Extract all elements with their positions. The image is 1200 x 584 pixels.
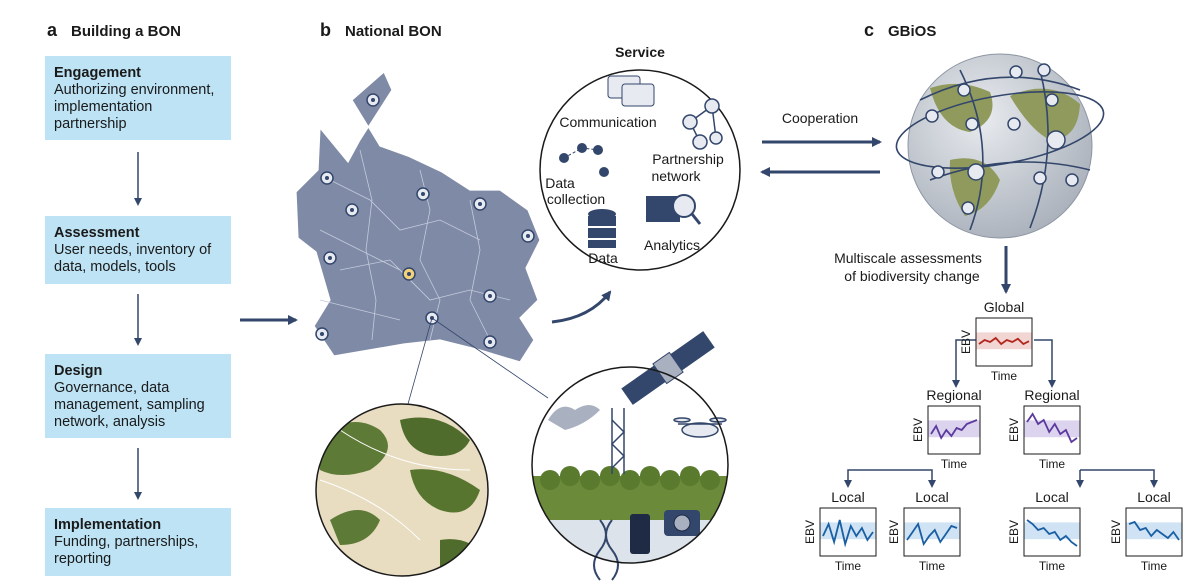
regional-plot-frame	[927, 405, 981, 455]
stage-text: Authorizing environment, implementation …	[54, 82, 215, 132]
local-plot-ylabel: EBV	[1007, 520, 1021, 544]
tower-icon	[610, 408, 626, 474]
local-plot-series	[1128, 520, 1180, 541]
panel-a-heading: Building a BON	[71, 23, 182, 40]
globe-icon	[895, 53, 1105, 239]
local-plot-series	[906, 521, 958, 547]
service-data: Data	[588, 250, 618, 266]
network-icon	[682, 98, 723, 150]
local-plot-title: Local	[1035, 489, 1068, 505]
plot-band	[928, 420, 980, 438]
local-plot-title: Local	[831, 489, 864, 505]
chat-icon	[607, 75, 655, 107]
plot-band	[976, 332, 1032, 350]
ebv-plots: GlobalTimeEBVRegionalTimeEBVRegionalTime…	[803, 299, 1183, 573]
service-data-collection-line2: collection	[547, 191, 605, 207]
local-plot-xlabel: Time	[1141, 559, 1168, 573]
regional-plot-ylabel: EBV	[1007, 418, 1021, 442]
local-plot-title: Local	[1137, 489, 1170, 505]
stage-title: Implementation	[54, 517, 162, 533]
local-plot-xlabel: Time	[1039, 559, 1066, 573]
local-plot-frame	[819, 507, 877, 557]
regional-plot-series	[1026, 412, 1078, 444]
landscape-image	[315, 403, 489, 577]
multiscale-line2: of biodiversity change	[844, 268, 980, 284]
global-plot-series	[978, 336, 1030, 346]
national-map	[295, 71, 549, 405]
local-plot-frame	[1023, 507, 1081, 557]
regional-plot-xlabel: Time	[941, 457, 968, 471]
regional-plot-xlabel: Time	[1039, 457, 1066, 471]
global-plot-title: Global	[984, 299, 1024, 315]
multiscale-line1: Multiscale assessments	[834, 250, 982, 266]
service-title: Service	[615, 44, 665, 60]
local-plot-ylabel: EBV	[887, 520, 901, 544]
stage-implementation: Implementation Funding, partnerships, re…	[45, 508, 231, 576]
local-plot-series	[822, 519, 874, 548]
sensors-image	[531, 331, 729, 581]
stage-title: Assessment	[54, 225, 140, 241]
stage-engagement: Engagement Authorizing environment, impl…	[45, 56, 231, 140]
local-plot-xlabel: Time	[919, 559, 946, 573]
global-plot-ylabel: EBV	[959, 330, 973, 354]
stage-text: User needs, inventory of data, models, t…	[54, 242, 212, 275]
dna-icon	[593, 519, 619, 581]
panel-c-heading: GBiOS	[888, 23, 937, 40]
service-communication: Communication	[559, 114, 656, 130]
location-pins-icon	[559, 143, 609, 177]
service-partnership-line1: Partnership	[652, 151, 724, 167]
panel-letter-a: a	[47, 20, 58, 40]
local-plot-title: Local	[915, 489, 948, 505]
service-data-collection-line1: Data	[545, 175, 575, 191]
hierarchy-arrows	[844, 339, 1158, 488]
global-plot-frame	[975, 317, 1033, 367]
stage-text: Governance, data management, sampling ne…	[54, 380, 205, 430]
service-circle: Service Communication Partnership networ…	[539, 44, 741, 271]
camera-icon	[664, 510, 700, 536]
local-plot-frame	[903, 507, 961, 557]
stage-design: Design Governance, data management, samp…	[45, 354, 231, 438]
cooperation-arrows	[760, 137, 882, 177]
local-plot-ylabel: EBV	[1109, 520, 1123, 544]
regional-plot-ylabel: EBV	[911, 418, 925, 442]
local-plot-ylabel: EBV	[803, 520, 817, 544]
plot-band	[1126, 522, 1182, 540]
map-to-service-arrow	[551, 290, 612, 324]
stage-title: Design	[54, 363, 103, 379]
service-analytics: Analytics	[644, 237, 700, 253]
regional-plot-title: Regional	[926, 387, 981, 403]
regional-plot-title: Regional	[1024, 387, 1079, 403]
analytics-icon	[646, 194, 702, 225]
panel-b-heading: National BON	[345, 23, 442, 40]
stage-assessment: Assessment User needs, inventory of data…	[45, 216, 231, 284]
local-plot-series	[1026, 519, 1078, 547]
global-plot-xlabel: Time	[991, 369, 1018, 383]
service-partnership-line2: network	[651, 168, 701, 184]
phone-icon	[630, 514, 650, 554]
local-plot-frame	[1125, 507, 1183, 557]
regional-plot-frame	[1023, 405, 1081, 455]
panel-b-title: b National BON	[320, 20, 442, 41]
cooperation-label: Cooperation	[782, 110, 858, 126]
bird-icon	[548, 405, 600, 430]
panel-letter-b: b	[320, 20, 331, 40]
stage-text: Funding, partnerships, reporting	[54, 534, 199, 567]
local-plot-xlabel: Time	[835, 559, 862, 573]
panel-a-title: a Building a BON	[47, 20, 181, 41]
database-icon	[588, 209, 616, 248]
regional-plot-series	[930, 419, 978, 440]
panel-c-title: c GBiOS	[864, 20, 936, 41]
stage-title: Engagement	[54, 65, 142, 81]
panel-letter-c: c	[864, 20, 875, 40]
